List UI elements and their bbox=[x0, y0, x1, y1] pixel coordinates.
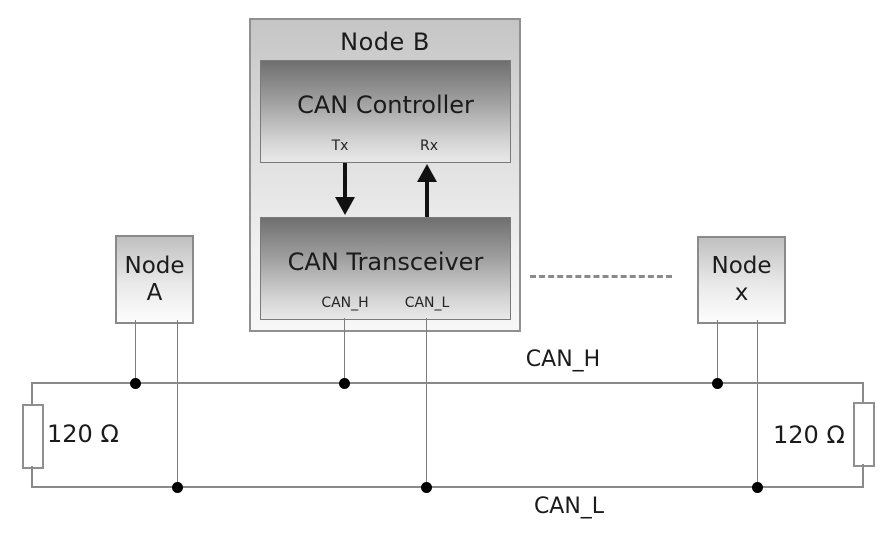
can-controller-box: CAN Controller Tx Rx bbox=[260, 60, 511, 163]
can-transceiver-label: CAN Transceiver bbox=[287, 248, 484, 276]
right-termination-wire-top bbox=[862, 382, 864, 404]
node-a-label-line1: Node bbox=[124, 252, 185, 279]
can-l-bus-line bbox=[31, 486, 864, 488]
node-x-label-line2: x bbox=[734, 280, 749, 306]
node-a-can-l-wire bbox=[177, 320, 178, 487]
transceiver-can-h-wire bbox=[344, 318, 345, 383]
left-termination-resistor bbox=[22, 404, 44, 469]
transceiver-can-h-pin-label: CAN_H bbox=[321, 295, 369, 311]
tx-arrow-down-icon bbox=[335, 197, 355, 215]
node-a-box: Node A bbox=[115, 235, 194, 324]
can-controller-label: CAN Controller bbox=[297, 91, 474, 119]
node-a-label-line2: A bbox=[146, 279, 163, 306]
transceiver-can-l-wire bbox=[426, 318, 427, 487]
controller-tx-pin-label: Tx bbox=[331, 138, 349, 154]
junction-dot-transceiver-can-h bbox=[339, 378, 350, 389]
tx-arrow-line bbox=[343, 163, 347, 199]
junction-dot-node-x-can-h bbox=[712, 378, 723, 389]
node-x-label-line1: Node bbox=[711, 253, 772, 279]
can-l-bus-label: CAN_L bbox=[533, 494, 605, 519]
junction-dot-node-a-can-l bbox=[172, 482, 183, 493]
left-termination-wire-bottom bbox=[31, 466, 33, 488]
rx-arrow-up-icon bbox=[417, 164, 437, 182]
junction-dot-node-a-can-h bbox=[130, 378, 141, 389]
right-termination-resistor bbox=[853, 402, 875, 467]
node-b-box: Node B CAN Controller Tx Rx CAN Transcei… bbox=[249, 18, 521, 332]
can-h-bus-line bbox=[31, 382, 864, 384]
node-x-can-h-wire bbox=[717, 320, 718, 383]
node-x-can-l-wire bbox=[757, 320, 758, 487]
right-termination-wire-bottom bbox=[862, 464, 864, 488]
left-resistor-label: 120 Ω bbox=[47, 420, 119, 448]
rx-arrow-line bbox=[425, 181, 429, 217]
left-termination-wire-top bbox=[31, 382, 33, 405]
junction-dot-node-x-can-l bbox=[752, 482, 763, 493]
node-x-box: Node x bbox=[697, 236, 786, 324]
right-resistor-label: 120 Ω bbox=[773, 421, 845, 449]
can-h-bus-label: CAN_H bbox=[525, 347, 601, 372]
node-b-title: Node B bbox=[340, 28, 430, 56]
node-a-can-h-wire bbox=[135, 320, 136, 383]
transceiver-can-l-pin-label: CAN_L bbox=[404, 295, 450, 311]
junction-dot-transceiver-can-l bbox=[421, 482, 432, 493]
stub-dashed-line bbox=[530, 275, 672, 278]
can-transceiver-box: CAN Transceiver CAN_H CAN_L bbox=[260, 217, 511, 320]
controller-rx-pin-label: Rx bbox=[419, 138, 438, 154]
